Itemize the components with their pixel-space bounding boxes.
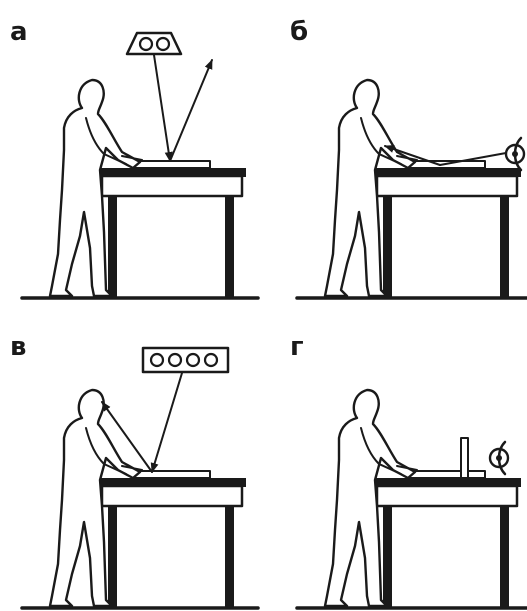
lamp-icon [127,33,181,54]
incident-ray [152,373,182,472]
panel-label-a: а [10,17,28,47]
panel-b: б [290,17,527,298]
screen-panel [461,438,468,478]
incident-ray [154,55,170,161]
panel-a: а [10,17,258,298]
reflected-ray [170,60,212,161]
panel-label-b: б [290,17,308,47]
side-lamp-icon [490,442,508,474]
panel-label-g: г [290,332,304,362]
panel-label-v: в [10,332,26,362]
lamp-icon [143,348,228,372]
side-lamp-icon [506,138,524,170]
panel-g: г [290,332,527,608]
panel-v: в [10,332,258,608]
